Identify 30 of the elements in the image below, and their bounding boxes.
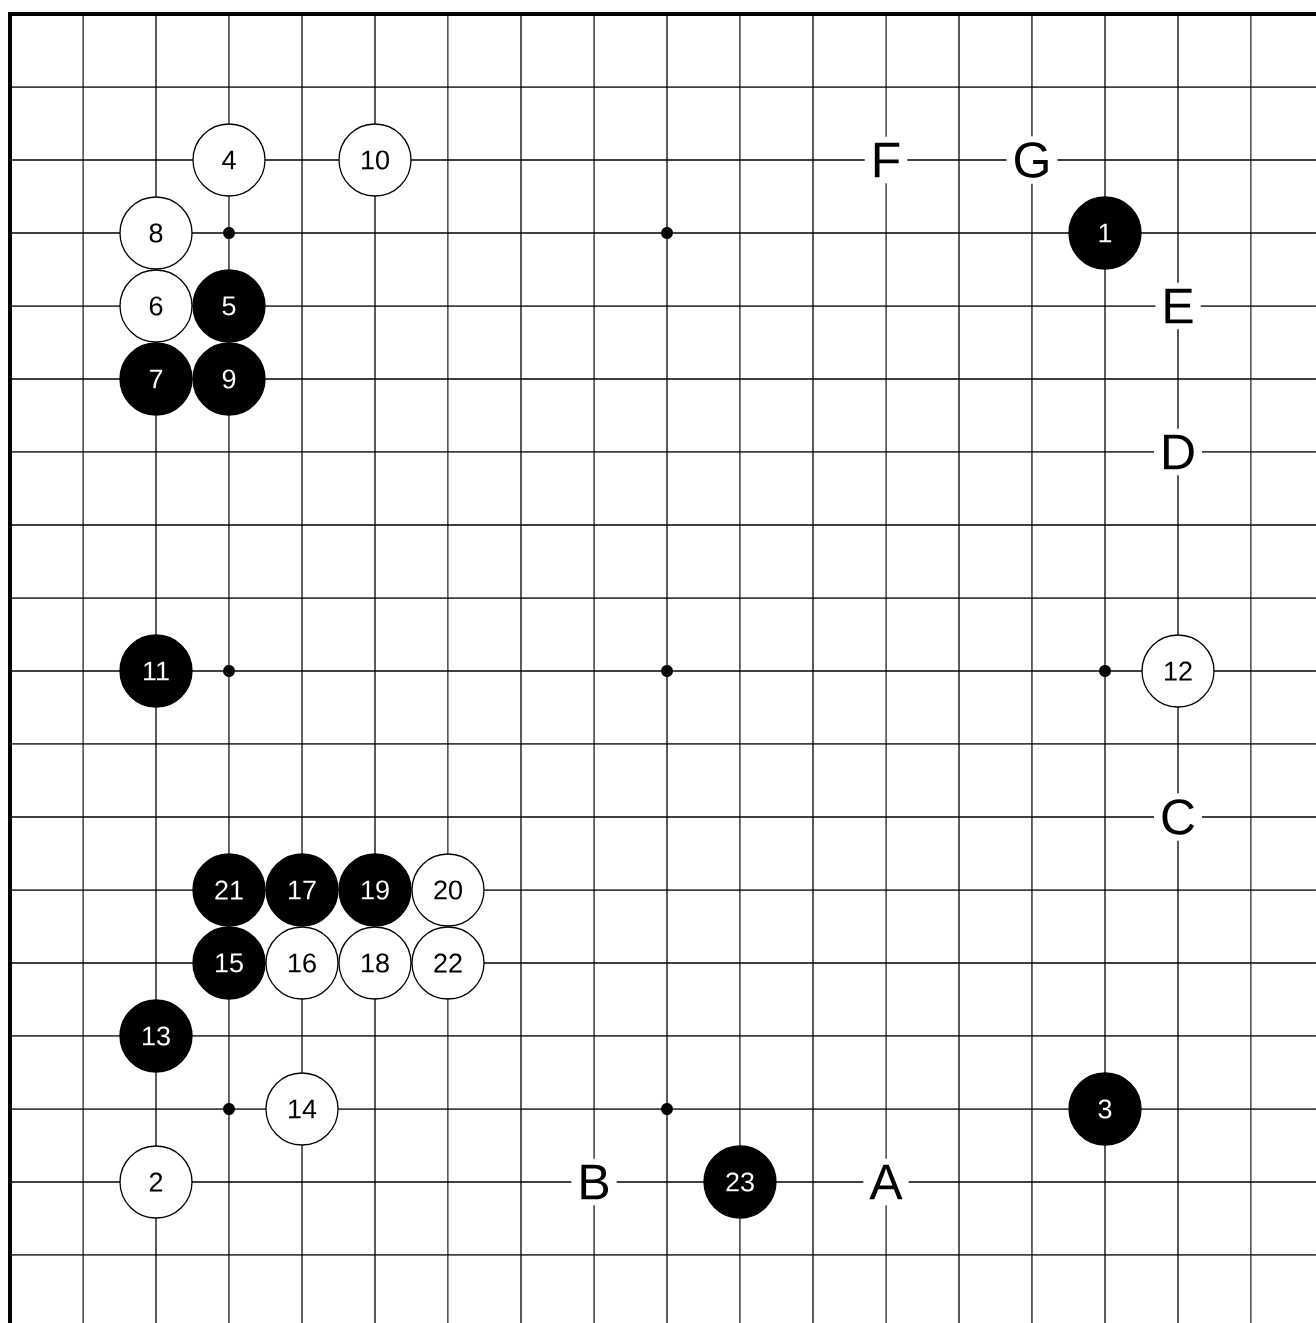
stone: 12 <box>1141 634 1215 708</box>
stone: 1 <box>1068 196 1142 270</box>
point-label: A <box>863 1158 909 1206</box>
stone: 4 <box>192 123 266 197</box>
point-label: B <box>571 1158 617 1206</box>
stone: 17 <box>265 853 339 927</box>
stone: 3 <box>1068 1072 1142 1146</box>
point-label: E <box>1155 282 1201 330</box>
stone: 9 <box>192 342 266 416</box>
stone: 22 <box>411 926 485 1000</box>
stone: 14 <box>265 1072 339 1146</box>
stone: 20 <box>411 853 485 927</box>
stone: 23 <box>703 1145 777 1219</box>
point-label: D <box>1153 428 1203 476</box>
stone: 7 <box>119 342 193 416</box>
point-label: C <box>1153 793 1203 841</box>
point-label: G <box>1006 136 1058 184</box>
stone: 18 <box>338 926 412 1000</box>
stone: 13 <box>119 999 193 1073</box>
stone: 2 <box>119 1145 193 1219</box>
stone: 19 <box>338 853 412 927</box>
stone: 16 <box>265 926 339 1000</box>
stone: 8 <box>119 196 193 270</box>
stone: 11 <box>119 634 193 708</box>
point-label: F <box>864 136 908 184</box>
stone: 15 <box>192 926 266 1000</box>
stone: 5 <box>192 269 266 343</box>
stone: 10 <box>338 123 412 197</box>
stone: 6 <box>119 269 193 343</box>
stone: 21 <box>192 853 266 927</box>
